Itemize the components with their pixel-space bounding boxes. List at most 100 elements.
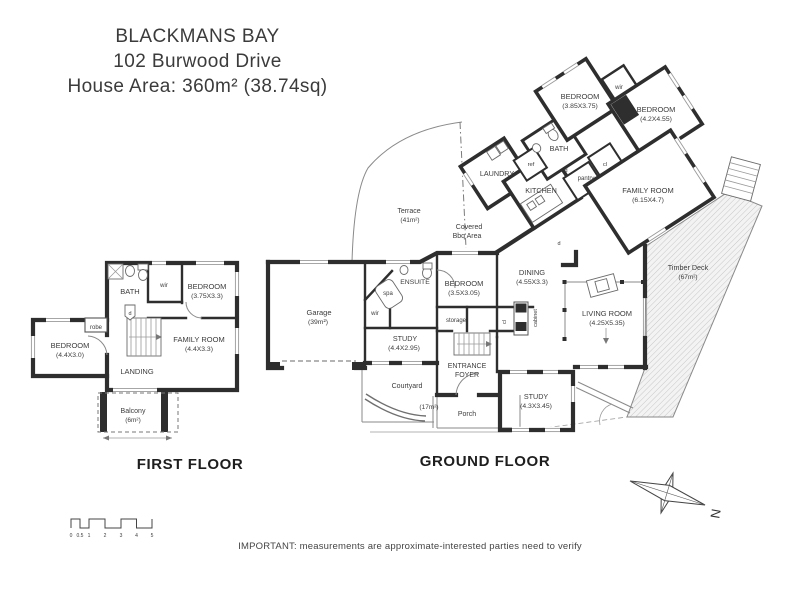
- first-floor-plan: [29, 259, 241, 441]
- label-gf-entrance-2: FOYER: [455, 372, 479, 379]
- label-ff-family-dim: (4.4X3.3): [185, 346, 213, 353]
- laundry-appliance: [486, 145, 502, 161]
- label-gf-bath: BATH: [550, 144, 569, 153]
- scale-bar: 0 0.5 1 2 3 4 5: [70, 518, 154, 539]
- door-marker-gf-2: d: [564, 168, 567, 174]
- door-marker-ff: d: [128, 311, 131, 317]
- label-gf-deck: Timber Deck: [668, 263, 709, 272]
- scale-tick-0: 0: [70, 533, 73, 539]
- spa-tub: [374, 279, 404, 309]
- wardrobe-block: [610, 94, 640, 125]
- deck-ramp-line: [574, 386, 631, 414]
- label-gf-dining-dim: (4.55X3.3): [516, 279, 548, 286]
- label-gf-wir-upper: wir: [614, 85, 623, 91]
- deck-stairs: [721, 156, 761, 202]
- label-gf-cl-upper: cl: [603, 162, 607, 168]
- door-marker-shape: [124, 304, 136, 321]
- label-gf-kitchen: KITCHEN: [525, 186, 557, 195]
- label-gf-spa: spa: [383, 291, 393, 297]
- label-gf-study-se: STUDY: [524, 392, 549, 401]
- label-gf-garage-dim: (39m²): [308, 319, 328, 326]
- label-gf-living-dim: (4.25X5.35): [589, 320, 625, 327]
- title-block: BLACKMANS BAY 102 Burwood Drive House Ar…: [40, 24, 355, 99]
- label-gf-courtyard-dim: (17m²): [419, 404, 438, 411]
- label-gf-garage: Garage: [306, 308, 331, 317]
- label-ff-balcony: Balcony: [121, 408, 146, 415]
- label-gf-bedroom-ne: BEDROOM: [637, 105, 676, 114]
- scale-tick-4: 4: [135, 533, 138, 539]
- ground-floor-windows: [300, 249, 648, 434]
- label-gf-wir-lower: wir: [370, 311, 379, 317]
- label-gf-bbq-1: Covered: [456, 224, 483, 231]
- robe-box: [84, 317, 108, 333]
- bedroom-left-door: [87, 335, 108, 356]
- label-gf-study-mid-dim: (4.4X2.95): [388, 345, 420, 352]
- label-ff-family: FAMILY ROOM: [173, 335, 224, 344]
- label-ff-bedroom-left-dim: (4.4X3.0): [56, 352, 84, 359]
- label-gf-family-dim: (6.15X4.7): [632, 197, 664, 204]
- label-gf-bedroom-ne-dim: (4.2X4.55): [640, 116, 672, 123]
- label-ff-bedroom-top-dim: (3.75X3.3): [191, 293, 223, 300]
- label-ff-bedroom-left: BEDROOM: [51, 341, 90, 350]
- label-gf-living: LIVING ROOM: [582, 309, 632, 318]
- balcony-outline: [97, 392, 179, 441]
- ensuite-fixtures: [399, 262, 433, 279]
- scale-tick-3: 3: [120, 533, 123, 539]
- disclaimer-text: IMPORTANT: measurements are approximate-…: [238, 541, 582, 552]
- ground-floor-stairs: [453, 332, 492, 356]
- porch-outline: [432, 395, 521, 429]
- bedroom-top-door: [185, 301, 203, 319]
- label-gf-porch: Porch: [458, 411, 476, 418]
- label-gf-bbq-2: Bbq Area: [453, 233, 482, 240]
- bedroom-mid-door: [436, 269, 456, 289]
- label-gf-family: FAMILY ROOM: [622, 186, 673, 195]
- label-gf-ensuite: ENSUITE: [400, 279, 430, 286]
- label-ff-robe: robe: [90, 325, 103, 331]
- title-address: 102 Burwood Drive: [113, 51, 282, 73]
- label-ff-landing: LANDING: [120, 367, 154, 376]
- terrace-boundary: [351, 121, 467, 263]
- label-gf-cl-mid: cl: [502, 320, 508, 324]
- door-marker-gf-1: d: [557, 241, 560, 247]
- title-suburb: BLACKMANS BAY: [115, 26, 280, 47]
- label-gf-dining: DINING: [519, 268, 545, 277]
- label-gf-courtyard: Courtyard: [392, 383, 423, 390]
- label-ff-bath: BATH: [120, 287, 139, 296]
- label-ff-wir: wir: [159, 283, 168, 289]
- wing-windows: [462, 61, 707, 243]
- label-ff-bedroom-top: BEDROOM: [188, 282, 227, 291]
- compass-rose: N: [629, 471, 724, 520]
- compass-north-label: N: [707, 508, 723, 520]
- courtyard-outline: [361, 368, 628, 433]
- scale-tick-1: 1: [88, 533, 91, 539]
- first-floor-bath-fixtures: [107, 263, 149, 281]
- label-gf-study-se-dim: (4.3X3.45): [520, 403, 552, 410]
- label-gf-ref: ref: [528, 162, 535, 168]
- title-area: House Area: 360m² (38.74sq): [67, 76, 328, 98]
- bath-basin: [531, 143, 542, 153]
- label-gf-study-mid: STUDY: [393, 334, 418, 343]
- ground-floor-wing: [457, 56, 717, 256]
- ground-floor-title: GROUND FLOOR: [419, 453, 551, 470]
- timber-deck: [574, 156, 763, 426]
- first-floor-stairs: [126, 317, 162, 357]
- label-ff-balcony-dim: (6m²): [125, 417, 141, 424]
- deck-ramp-arrow: [599, 403, 613, 426]
- first-floor-windows: [29, 259, 241, 394]
- label-gf-entrance-1: ENTRANCE: [448, 363, 487, 370]
- label-gf-storage: storage: [446, 318, 467, 324]
- label-gf-terrace-dim: (41m²): [400, 217, 419, 224]
- label-gf-laundry: LAUNDRY: [480, 169, 514, 178]
- fireplace: [585, 273, 619, 298]
- label-gf-deck-dim: (67m²): [678, 274, 697, 281]
- first-floor-title: FIRST FLOOR: [136, 456, 244, 473]
- ground-floor-walls: [265, 225, 649, 433]
- scale-tick-2: 2: [104, 533, 107, 539]
- scale-tick-5: 5: [151, 533, 154, 539]
- label-gf-bedroom-nw: BEDROOM: [561, 92, 600, 101]
- deck-ramp-line2: [577, 381, 634, 409]
- label-gf-bedroom-mid-dim: (3.5X3.05): [448, 290, 480, 297]
- foyer-door: [455, 372, 480, 396]
